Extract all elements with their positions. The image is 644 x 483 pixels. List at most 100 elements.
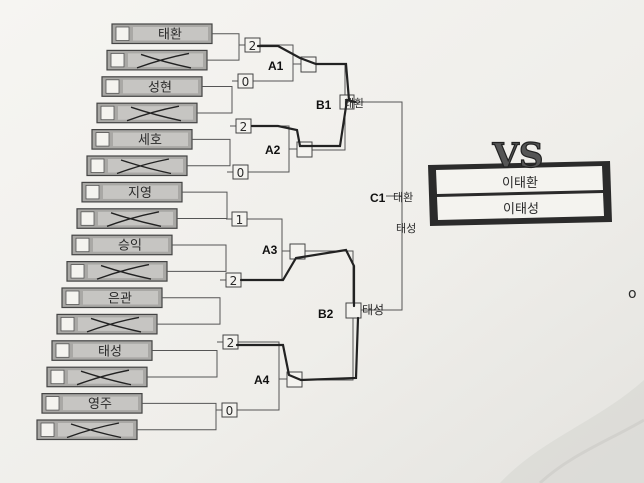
entry-slot [46, 366, 148, 388]
player-name: 태성 [98, 344, 122, 359]
score-value: 0 [242, 75, 250, 89]
c1-bottom-name: 태성 [396, 222, 416, 235]
entry-checkbox [85, 184, 100, 200]
entry-name-area [133, 27, 208, 41]
winner-writings: 태환 태성 태환 태성 [344, 97, 416, 317]
score-value: 0 [226, 404, 234, 418]
entry-slot: 은관 [61, 287, 163, 309]
b2-winner-name: 태성 [362, 303, 384, 317]
entry-checkbox [90, 158, 105, 173]
a-round-line [237, 341, 280, 411]
score-value: 2 [230, 274, 238, 288]
vs-line1-box [436, 166, 603, 194]
score-value: 2 [240, 120, 248, 134]
player-name: 지영 [128, 186, 152, 201]
entry-checkbox [60, 316, 75, 332]
score-box [237, 73, 254, 89]
score-value: 2 [249, 39, 257, 53]
player-name: 승익 [118, 239, 142, 254]
cross-out-mark [96, 263, 152, 280]
entry-name-area [123, 79, 198, 94]
cross-out-mark [76, 369, 132, 386]
entry-checkbox [100, 105, 115, 121]
pair-bracket-line [137, 402, 217, 431]
entry-name-area [88, 264, 163, 279]
pair-bracket-line [157, 297, 221, 325]
entry-checkbox [115, 26, 130, 41]
entry-checkbox [45, 396, 60, 411]
score-value: 1 [236, 213, 244, 227]
vs-panel: VS 이태환 이태성 [428, 135, 612, 226]
entry-slot [106, 49, 208, 71]
score-box [221, 402, 238, 418]
label-a4: A4 [254, 373, 270, 387]
entry-checkbox [65, 290, 80, 305]
pair-bracket-line [197, 86, 233, 114]
entry-name-area [83, 291, 158, 305]
entry-checkbox [70, 264, 85, 279]
winner-marker-lines [235, 44, 360, 382]
a-round-box [289, 243, 306, 260]
player-name: 은관 [108, 292, 132, 307]
entry-checkbox [50, 369, 65, 385]
vs-line2-box [437, 193, 604, 220]
entry-name-area [73, 343, 148, 358]
score-box [232, 164, 249, 180]
label-a1: A1 [268, 59, 284, 73]
pair-bracket-line [187, 138, 231, 167]
entry-name-area [78, 317, 153, 331]
cross-out-mark [66, 422, 122, 439]
score-box [231, 211, 248, 227]
entry-name-area [108, 159, 183, 173]
entry-slot: 성현 [101, 76, 203, 97]
entry-slot: 태환 [111, 23, 213, 45]
cross-out-mark [136, 52, 192, 69]
label-b2: B2 [318, 307, 334, 321]
entry-name-area [103, 185, 178, 199]
entry-name-area [68, 370, 143, 384]
pair-bracket-line [177, 191, 228, 220]
pair-bracket-line [207, 33, 240, 61]
entry-slot [86, 155, 188, 177]
score-value: 2 [227, 336, 235, 350]
cross-out-mark [106, 211, 162, 227]
entry-slot [96, 102, 198, 124]
pair-bracket-line [147, 350, 218, 378]
label-c1: C1 [370, 191, 386, 205]
pair-bracket-line [167, 244, 227, 272]
label-b1: B1 [316, 98, 332, 112]
entry-checkbox [80, 211, 95, 226]
player-name: 태환 [158, 28, 182, 43]
watermark-stroke [538, 418, 644, 483]
label-a2: A2 [265, 143, 281, 157]
entry-name-area [63, 396, 138, 411]
c1-bracket-line [354, 101, 403, 311]
marker-line [235, 316, 360, 382]
entry-name-area [98, 211, 173, 226]
entry-slot [56, 313, 158, 335]
entry-slot: 태성 [51, 340, 153, 361]
entry-name-area [113, 132, 188, 147]
entry-slot: 지영 [81, 181, 183, 203]
cross-out-mark [116, 158, 172, 175]
marker-line [250, 98, 357, 148]
entry-checkbox [55, 343, 70, 358]
entry-slot: 승익 [71, 234, 173, 256]
player-name: 영주 [88, 397, 112, 412]
margin-mark: o [628, 286, 637, 302]
entry-name-area [93, 238, 168, 252]
label-a3: A3 [262, 243, 278, 257]
b1-winner-name: 태환 [344, 97, 364, 110]
c1-top-name: 태환 [393, 191, 413, 204]
vs-line2-name: 이태성 [503, 202, 539, 217]
marker-line [239, 248, 356, 308]
player-name: 성현 [148, 80, 172, 95]
entry-name-area [128, 53, 203, 67]
entry-name-area [58, 423, 133, 437]
cross-out-mark [126, 105, 182, 122]
entry-name-area [118, 106, 193, 120]
